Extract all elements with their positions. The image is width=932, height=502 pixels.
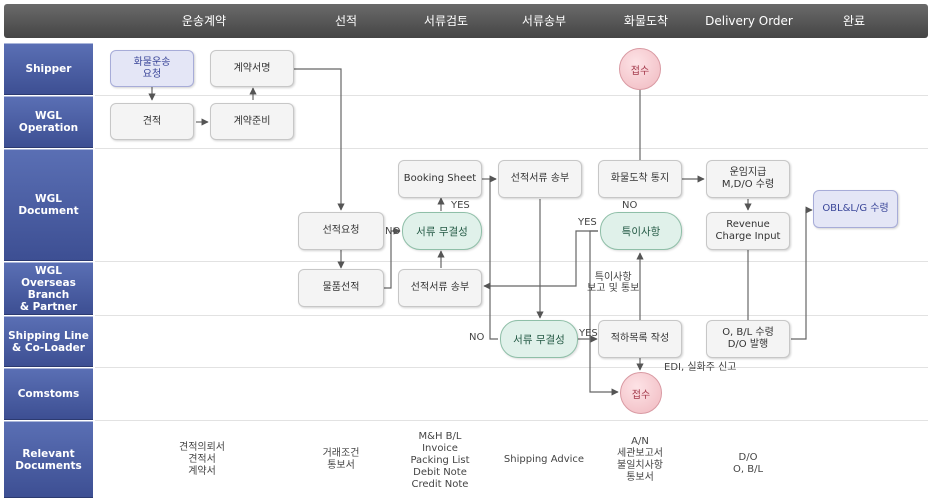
node-contract-sign: 계약서명 bbox=[210, 50, 294, 87]
column-header-doc-review: 서류검토 bbox=[423, 14, 469, 28]
lane-label-wgl-operation: WGL Operation bbox=[4, 96, 93, 148]
lane-label-wgl-document: WGL Document bbox=[4, 149, 93, 261]
lane-row-shipping-line bbox=[95, 316, 928, 368]
lane-label-shipping-line: Shipping Line & Co-Loader bbox=[4, 316, 93, 367]
lane-label-relevant-documents: Relevant Documents bbox=[4, 421, 93, 498]
node-accept-customs: 접수 bbox=[620, 372, 662, 414]
node-revenue-input: Revenue Charge Input bbox=[706, 212, 790, 250]
node-accept-top: 접수 bbox=[619, 48, 661, 90]
column-header-arrival: 화물도착 bbox=[623, 14, 669, 28]
lane-label-customs: Comstoms bbox=[4, 368, 93, 420]
node-ship-request: 선적요청 bbox=[298, 212, 384, 250]
label-special-report: 특이사항 보고 및 통보 bbox=[587, 272, 640, 294]
column-header-shipping: 선적 bbox=[334, 14, 358, 28]
lane-row-wgl-operation bbox=[95, 96, 928, 149]
node-quotation: 견적 bbox=[110, 103, 194, 140]
node-special-notes: 특이사항 bbox=[600, 212, 682, 250]
node-obl-receive: OBL&L/G 수령 bbox=[813, 190, 898, 228]
node-cargo-loading: 물품선적 bbox=[298, 269, 384, 307]
label-yes-doc-check-1: YES bbox=[451, 200, 470, 211]
label-no-doc-check-1: NO bbox=[385, 226, 401, 237]
node-manifest: 적하목록 작성 bbox=[598, 320, 682, 358]
node-doc-check-1: 서류 무결성 bbox=[402, 212, 482, 250]
label-edi-declaration: EDI, 실화주 신고 bbox=[664, 362, 737, 373]
lane-row-shipper bbox=[95, 43, 928, 96]
documents-contract: 견적의뢰서 견적서 계약서 bbox=[179, 442, 225, 477]
column-header-doc-send: 서류송부 bbox=[521, 14, 567, 28]
label-no-doc-check-2: NO bbox=[469, 332, 485, 343]
documents-doc-review: M&H B/L Invoice Packing List Debit Note … bbox=[410, 431, 470, 490]
node-doc-check-2: 서류 무결성 bbox=[500, 320, 578, 358]
label-yes-special-notes: YES bbox=[578, 217, 597, 228]
lane-label-overseas-branch: WGL Overseas Branch & Partner bbox=[4, 262, 93, 315]
lane-row-overseas-branch bbox=[95, 262, 928, 316]
node-cargo-request: 화물운송 요청 bbox=[110, 50, 194, 87]
node-ship-docs-send-partner: 선적서류 송부 bbox=[398, 269, 482, 307]
column-header-delivery-order: Delivery Order bbox=[705, 14, 793, 28]
node-arrival-notice: 화물도착 통지 bbox=[598, 160, 682, 198]
node-ship-docs-send-doc: 선적서류 송부 bbox=[498, 160, 582, 198]
label-yes-doc-check-2: YES bbox=[579, 328, 598, 339]
node-freight-payment: 운임지급 M,D/O 수령 bbox=[706, 160, 790, 198]
documents-delivery-order: D/O O, B/L bbox=[732, 452, 764, 475]
label-no-special-notes: NO bbox=[622, 200, 638, 211]
column-header-complete: 완료 bbox=[842, 14, 866, 28]
documents-arrival: A/N 세관보고서 불일치사항 통보서 bbox=[617, 436, 663, 483]
lane-label-shipper: Shipper bbox=[4, 43, 93, 95]
lane-row-customs bbox=[95, 368, 928, 421]
node-contract-prep: 계약준비 bbox=[210, 103, 294, 140]
column-header-contract: 운송계약 bbox=[181, 14, 227, 28]
documents-shipping: 거래조건 통보서 bbox=[322, 448, 360, 471]
node-obl-do: O, B/L 수령 D/O 발행 bbox=[706, 320, 790, 358]
documents-doc-send: Shipping Advice bbox=[503, 454, 585, 465]
column-header-bar: 운송계약 선적 서류검토 서류송부 화물도착 Delivery Order 완료 bbox=[4, 4, 928, 38]
node-booking-sheet: Booking Sheet bbox=[398, 160, 482, 198]
